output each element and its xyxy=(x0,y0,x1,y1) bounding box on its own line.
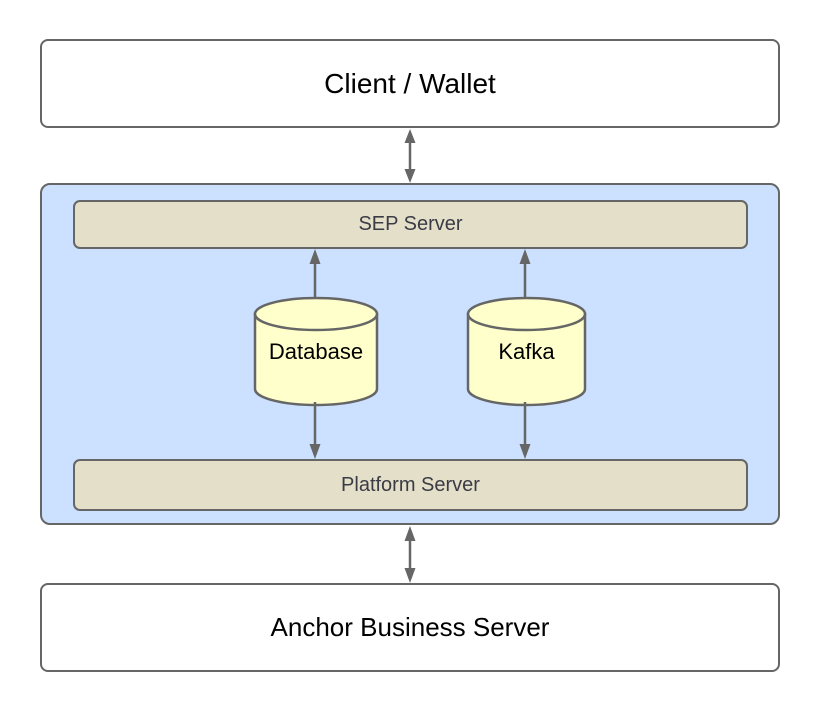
node-database[interactable]: Database xyxy=(253,296,379,407)
connector-platform-group-to-anchor-business-server xyxy=(396,524,424,584)
connector-kafka-to-platform-server xyxy=(512,402,538,460)
node-kafka[interactable]: Kafka xyxy=(466,296,587,407)
node-platform-server-label: Platform Server xyxy=(341,473,480,496)
connector-client-wallet-to-platform-group xyxy=(396,128,424,184)
connector-kafka-to-sep-server xyxy=(512,248,538,300)
connector-database-to-platform-server xyxy=(302,402,328,460)
node-sep-server[interactable]: SEP Server xyxy=(73,200,748,249)
node-anchor-business-server-label: Anchor Business Server xyxy=(270,612,550,642)
node-client-wallet[interactable]: Client / Wallet xyxy=(40,39,780,128)
connector-database-to-sep-server xyxy=(302,248,328,300)
node-sep-server-label: SEP Server xyxy=(358,213,463,235)
node-platform-server[interactable]: Platform Server xyxy=(73,459,748,511)
node-client-wallet-label: Client / Wallet xyxy=(324,67,496,99)
node-anchor-business-server[interactable]: Anchor Business Server xyxy=(40,583,780,672)
